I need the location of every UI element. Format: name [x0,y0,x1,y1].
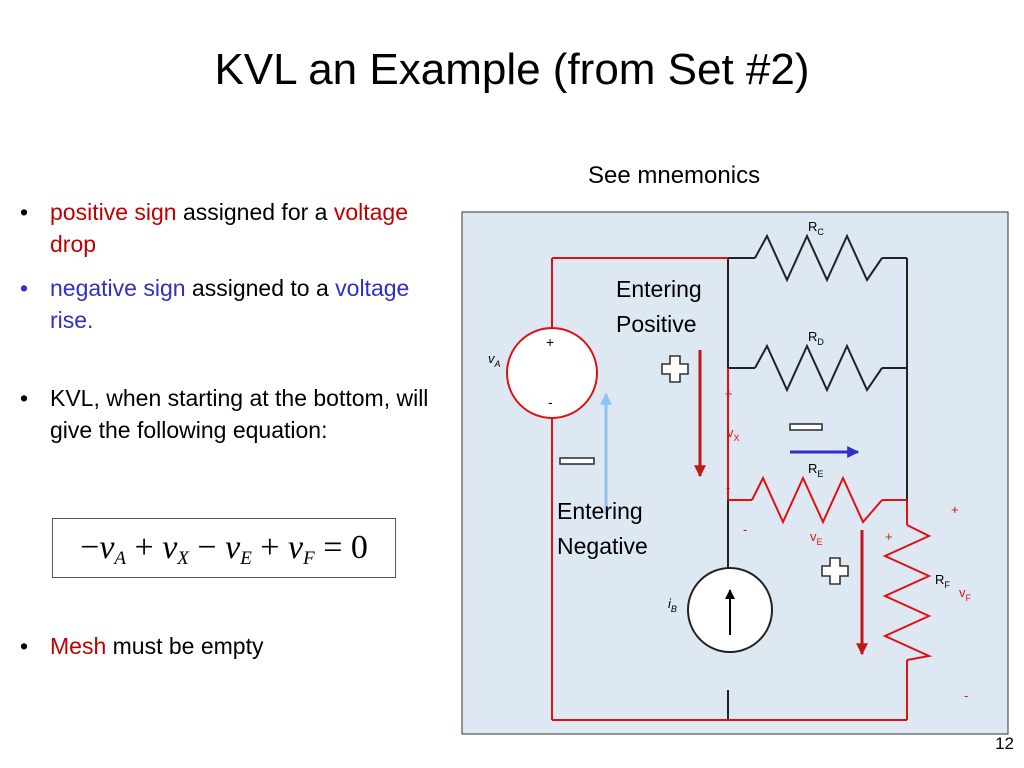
entering-negative-label: Negative [557,533,648,559]
mesh-loop [551,257,908,721]
assigned-text: assigned for a [176,199,334,225]
minus-symbol-icon [559,457,595,465]
resistor-rf [882,524,933,661]
bullet-dot: • [20,199,29,225]
voltage-drop-text: voltage drop [50,199,409,257]
ve-label: vE [810,529,823,547]
voltage-source-va [506,327,598,419]
plus-symbol-icon [821,557,849,585]
plus-symbol-icon [661,355,689,383]
rc-label: RC [808,219,824,237]
vf-plus-sign: + [951,502,959,517]
vx-minus-sign: - [726,480,730,495]
ve-minus-sign: - [743,522,747,537]
voltage-rise-text: voltage rise. [50,275,410,333]
entering-positive-label: Entering [616,276,702,302]
assigned-text: assigned to a [185,275,336,301]
rf-label: RF [935,572,950,590]
vf-label: vF [959,585,972,603]
ib-label: iB [668,596,677,614]
rd-label: RD [808,329,824,347]
va-minus-sign: - [548,394,553,410]
vf-minus-sign: - [964,688,968,703]
positive-sign-text: positive sign [50,199,177,225]
slide-title: KVL an Example (from Set #2) [214,45,810,94]
va-label: vA [488,351,501,369]
negative-sign-text: negative sign [50,275,186,301]
ve-plus-sign: + [885,529,893,544]
va-plus-sign: + [546,334,554,350]
bullet-kvl: • KVL, when starting at the bottom, will… [20,382,430,446]
resistor-rc [754,233,883,283]
must-be-empty-text: must be empty [106,633,264,659]
minus-symbol-icon [789,423,823,431]
mesh-text: Mesh [50,633,107,659]
see-mnemonics-caption: See mnemonics [588,162,761,189]
kvl-equation: −vA + vX − vE + vF = 0 [52,518,396,578]
vx-plus-sign: + [725,386,733,401]
entering-positive-label: Positive [616,311,697,337]
page-number: 12 [995,734,1014,753]
bullet-mesh: • Mesh must be empty [20,630,430,662]
kvl-text: KVL, when starting at the bottom, will g… [50,385,429,443]
resistor-rd [754,343,883,393]
re-label: RE [808,461,823,479]
bullet-positive-sign: • positive sign assigned for a voltage d… [20,196,430,260]
bullet-dot: • [20,385,29,411]
entering-negative-label: Entering [557,498,643,524]
resistor-re [751,475,883,525]
bullet-negative-sign: • negative sign assigned to a voltage ri… [20,272,430,336]
bullet-dot: • [20,275,29,301]
vx-label: vX [727,425,740,443]
bullet-dot: • [20,633,29,659]
black-wires [727,257,908,720]
